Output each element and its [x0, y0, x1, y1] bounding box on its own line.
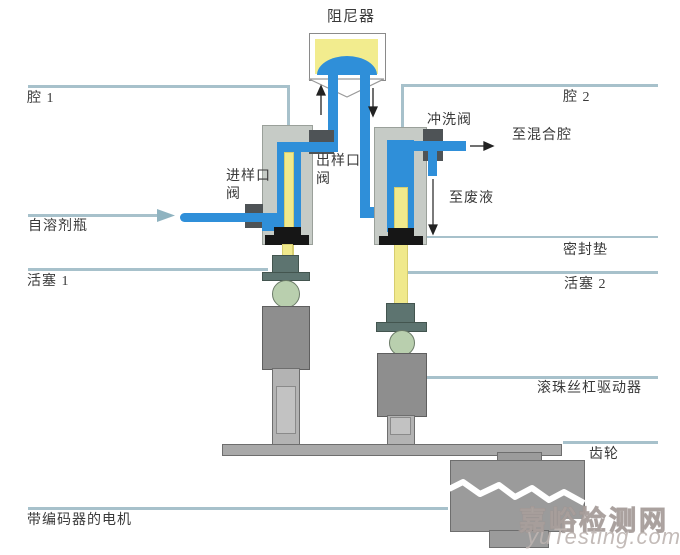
chamber2-leader-line: [402, 84, 658, 87]
purge-valve-label: 冲洗阀: [427, 113, 472, 128]
piston2-rod-upper: [394, 187, 408, 305]
left-pump-channel-right-arm: [293, 146, 301, 231]
motor-with-encoder-label: 带编码器的电机: [27, 513, 132, 528]
motor-leader-line: [28, 507, 448, 510]
left-pump-outlet-channel: [277, 142, 338, 152]
piston1-leader-line: [28, 268, 268, 271]
to-mixing-arrow: [470, 140, 495, 152]
left-column-panel: [276, 386, 296, 434]
watermark-cn: 嘉峪检测网: [519, 506, 669, 537]
piston2-leader-line: [408, 271, 658, 274]
right-seal-top: [388, 228, 414, 238]
solvent-leader-line: [28, 214, 158, 217]
left-pump-channel-left-arm: [277, 146, 284, 231]
to-waste-label: 至废液: [449, 191, 494, 206]
tube-damper-right: [360, 66, 370, 216]
gear-label: 齿轮: [589, 447, 619, 462]
inlet-valve-label: 进样口 阀: [226, 169, 271, 202]
outlet-to-mixing-tube: [404, 141, 466, 151]
to-mixing-chamber-label: 至混合腔: [512, 128, 572, 143]
flow-up-arrow: [315, 84, 327, 115]
chamber1-leader-drop: [287, 85, 290, 126]
damper-label: 阻尼器: [327, 9, 376, 25]
left-seal-top: [274, 227, 301, 237]
from-solvent-bottle-label: 自溶剂瓶: [28, 219, 88, 234]
damper-funnel: [308, 78, 385, 98]
outlet-valve-label: 出样口 阀: [316, 154, 361, 187]
base-plate: [222, 444, 562, 456]
damper-dome: [317, 56, 377, 75]
flow-down-arrow: [367, 88, 379, 118]
watermark-en: yuTesting.com: [527, 524, 680, 549]
piston1-label: 活塞 1: [27, 274, 70, 289]
right-seal-base: [379, 236, 423, 245]
gear-leader-line: [563, 441, 658, 444]
seal-label: 密封垫: [563, 243, 608, 258]
right-column-panel: [390, 417, 411, 435]
left-ball: [272, 280, 300, 308]
chamber2-label: 腔 2: [563, 90, 591, 105]
left-seal-base: [265, 235, 309, 245]
chamber1-label: 腔 1: [27, 91, 55, 106]
motor-corner-cut: [564, 519, 585, 532]
motor-foot: [489, 530, 549, 548]
chamber1-leader-line: [28, 85, 290, 88]
solvent-arrowhead: [157, 209, 175, 222]
piston2-label: 活塞 2: [564, 277, 607, 292]
ball-screw-leader-line: [427, 376, 658, 379]
left-ball-screw-drive: [262, 306, 310, 370]
to-waste-arrow: [428, 179, 438, 236]
seal-leader-line: [410, 236, 658, 238]
right-ball-screw-drive: [377, 353, 427, 417]
solvent-inlet-tube: [180, 213, 270, 222]
chamber2-leader-drop: [401, 84, 404, 128]
tube-damper-left: [328, 66, 338, 152]
ball-screw-drive-label: 滚珠丝杠驱动器: [537, 381, 642, 396]
waste-stub-tube: [428, 151, 437, 176]
